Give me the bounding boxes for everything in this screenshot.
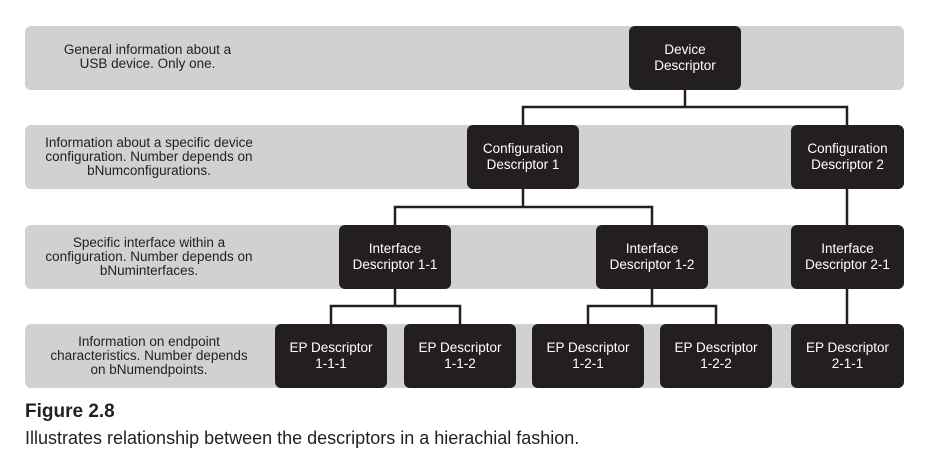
- level-band-device: [25, 26, 904, 90]
- configuration-descriptor-2-box: Configuration Descriptor 2: [791, 125, 904, 189]
- level-description-interface: Specific interface within a configuratio…: [45, 235, 253, 278]
- level-description-configuration: Information about a specific device conf…: [45, 135, 253, 178]
- level-band-interface: [25, 225, 904, 289]
- level-description-device: General information about a USB device. …: [63, 42, 232, 71]
- ep-descriptor-2-1-1-box: EP Descriptor 2-1-1: [791, 324, 904, 388]
- level-description-endpoint: Information on endpoint characteristics.…: [50, 334, 248, 377]
- configuration-descriptor-1-box: Configuration Descriptor 1: [467, 125, 579, 189]
- device-descriptor-box: Device Descriptor: [629, 26, 741, 90]
- connector-iface12-eps: [586, 287, 718, 326]
- connector-device-configs: [521, 88, 849, 127]
- connector-iface11-eps: [329, 287, 462, 326]
- figure-caption: Illustrates relationship between the des…: [25, 428, 580, 448]
- interface-descriptor-2-1-box: Interface Descriptor 2-1: [791, 225, 904, 289]
- figure-number: Figure 2.8: [25, 401, 115, 422]
- connector-config1-interfaces: [393, 187, 654, 227]
- ep-descriptor-1-1-2-box: EP Descriptor 1-1-2: [404, 324, 516, 388]
- level-band-configuration: [25, 125, 904, 189]
- interface-descriptor-1-2-box: Interface Descriptor 1-2: [596, 225, 708, 289]
- ep-descriptor-1-2-1-box: EP Descriptor 1-2-1: [532, 324, 644, 388]
- ep-descriptor-1-2-2-box: EP Descriptor 1-2-2: [660, 324, 772, 388]
- interface-descriptor-1-1-box: Interface Descriptor 1-1: [339, 225, 451, 289]
- ep-descriptor-1-1-1-box: EP Descriptor 1-1-1: [275, 324, 387, 388]
